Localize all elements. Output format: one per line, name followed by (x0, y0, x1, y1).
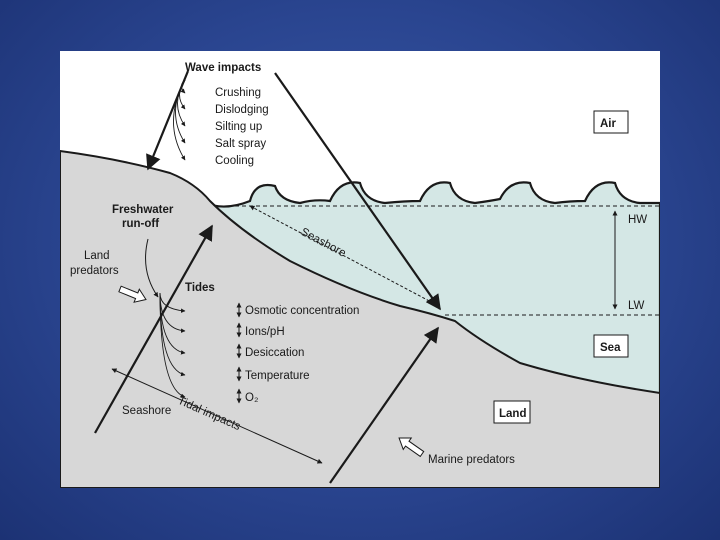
tidal-impacts-arrow (111, 368, 323, 464)
sea-box (593, 334, 629, 358)
wave-impact-item: Silting up (215, 121, 262, 133)
wave-impact-item: Cooling (215, 155, 254, 167)
land-predators-label-2: predators (70, 265, 119, 277)
tide-item: Osmotic concentration (245, 305, 359, 317)
air-box (593, 110, 629, 134)
tide-item: Temperature (245, 370, 310, 382)
seashore-diagram: Wave impacts Crushing Dislodging Silting… (60, 51, 660, 488)
tides-title: Tides (185, 282, 215, 294)
wave-impact-item: Dislodging (215, 104, 269, 116)
tides-curls (159, 292, 186, 398)
high-water-label: HW (628, 214, 647, 226)
wave-impacts-curls (173, 79, 186, 161)
sea-label: Sea (600, 342, 621, 354)
freshwater-label: Freshwater (112, 204, 174, 216)
seashore-bottom-label: Seashore (122, 405, 171, 417)
low-water-label: LW (628, 300, 645, 312)
wave-impact-item: Salt spray (215, 138, 266, 150)
marine-predators-arrow (398, 437, 425, 458)
freshwater-curve (145, 238, 159, 298)
land-label: Land (499, 408, 526, 420)
wave-impact-item: Crushing (215, 87, 261, 99)
marine-predators-label: Marine predators (428, 454, 515, 466)
air-label: Air (600, 118, 617, 130)
runoff-label: run-off (122, 218, 159, 230)
tide-item: O₂ (245, 392, 258, 404)
marine-arrow (329, 326, 439, 484)
land-box (493, 400, 531, 424)
land-predators-arrow (118, 285, 147, 303)
land-predators-label: Land (84, 250, 110, 262)
wave-impacts-title: Wave impacts (185, 62, 261, 74)
tide-item: Desiccation (245, 347, 304, 359)
tide-item: Ions/pH (245, 326, 285, 338)
